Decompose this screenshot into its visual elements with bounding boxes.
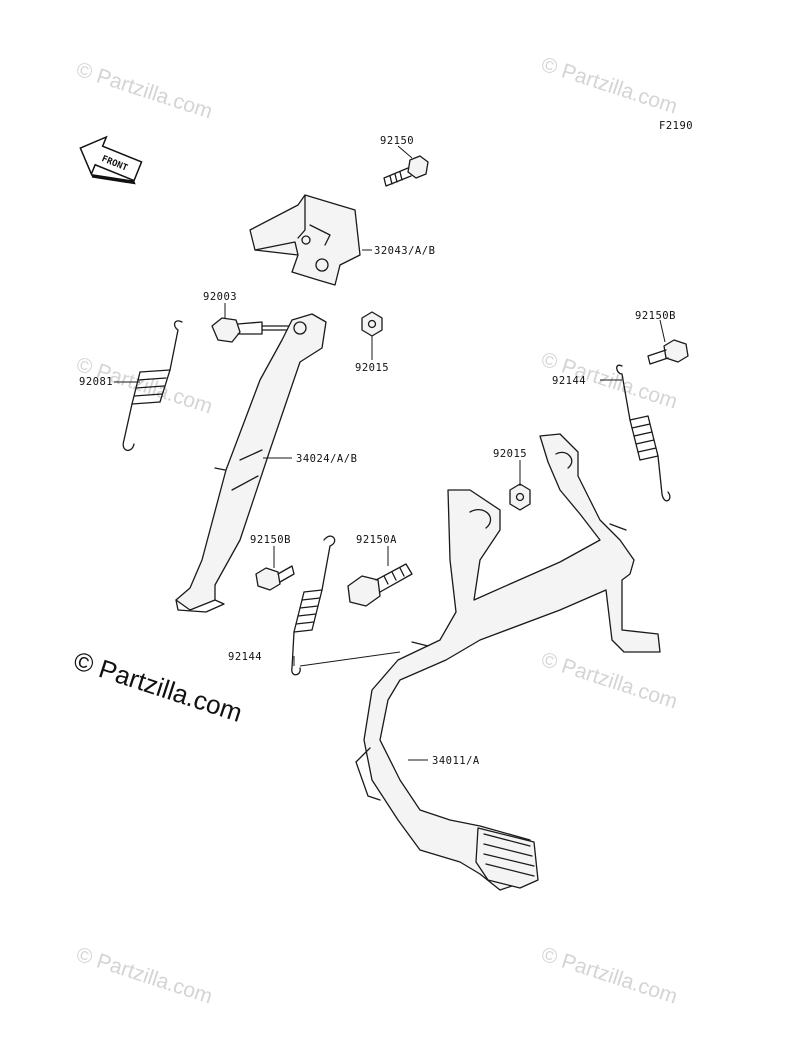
pivot-bolt-92003 [211, 317, 291, 343]
bolt-92150A [347, 563, 413, 607]
watermark-top-right: © Partzilla.com [538, 53, 680, 119]
front-arrow-icon: FRONT [79, 135, 143, 185]
spring-92081 [122, 320, 183, 451]
figure-code: F2190 [659, 120, 693, 132]
spring-92144-left [291, 535, 336, 676]
callout-labels: 92150 32043/A/B 92003 92015 92081 34024/… [79, 135, 676, 767]
label-92144-left: 92144 [228, 651, 262, 663]
main-stand-34011 [355, 433, 661, 891]
nut-92015-top [361, 311, 383, 337]
label-92015-mid: 92015 [493, 448, 527, 460]
bracket-32043 [249, 194, 361, 286]
label-92081: 92081 [79, 376, 113, 388]
label-92150: 92150 [380, 135, 414, 147]
label-34011: 34011/A [432, 755, 480, 767]
label-32043: 32043/A/B [374, 245, 435, 257]
watermark-large: © Partzilla.com [70, 645, 246, 728]
bolt-92150B-left [255, 565, 295, 591]
label-92150B-right: 92150B [635, 310, 676, 322]
watermark-bottom-left: © Partzilla.com [73, 943, 215, 1009]
label-92150B-left: 92150B [250, 534, 291, 546]
label-34024: 34024/A/B [296, 453, 357, 465]
bolt-92150B-right [647, 339, 689, 365]
watermarks: © Partzilla.com © Partzilla.com © Partzi… [70, 53, 680, 1009]
watermark-bottom-right: © Partzilla.com [538, 943, 680, 1009]
label-92150A: 92150A [356, 534, 397, 546]
label-92003: 92003 [203, 291, 237, 303]
label-92015-top: 92015 [355, 362, 389, 374]
watermark-lower-right: © Partzilla.com [538, 648, 680, 714]
leader-lines [114, 145, 666, 761]
side-stand-34024 [175, 313, 327, 613]
label-92144-right: 92144 [552, 375, 586, 387]
watermark-top-left: © Partzilla.com [73, 58, 215, 124]
nut-92015-mid [509, 483, 531, 511]
bolt-92150 [383, 155, 429, 187]
spring-92144-right [616, 364, 671, 502]
